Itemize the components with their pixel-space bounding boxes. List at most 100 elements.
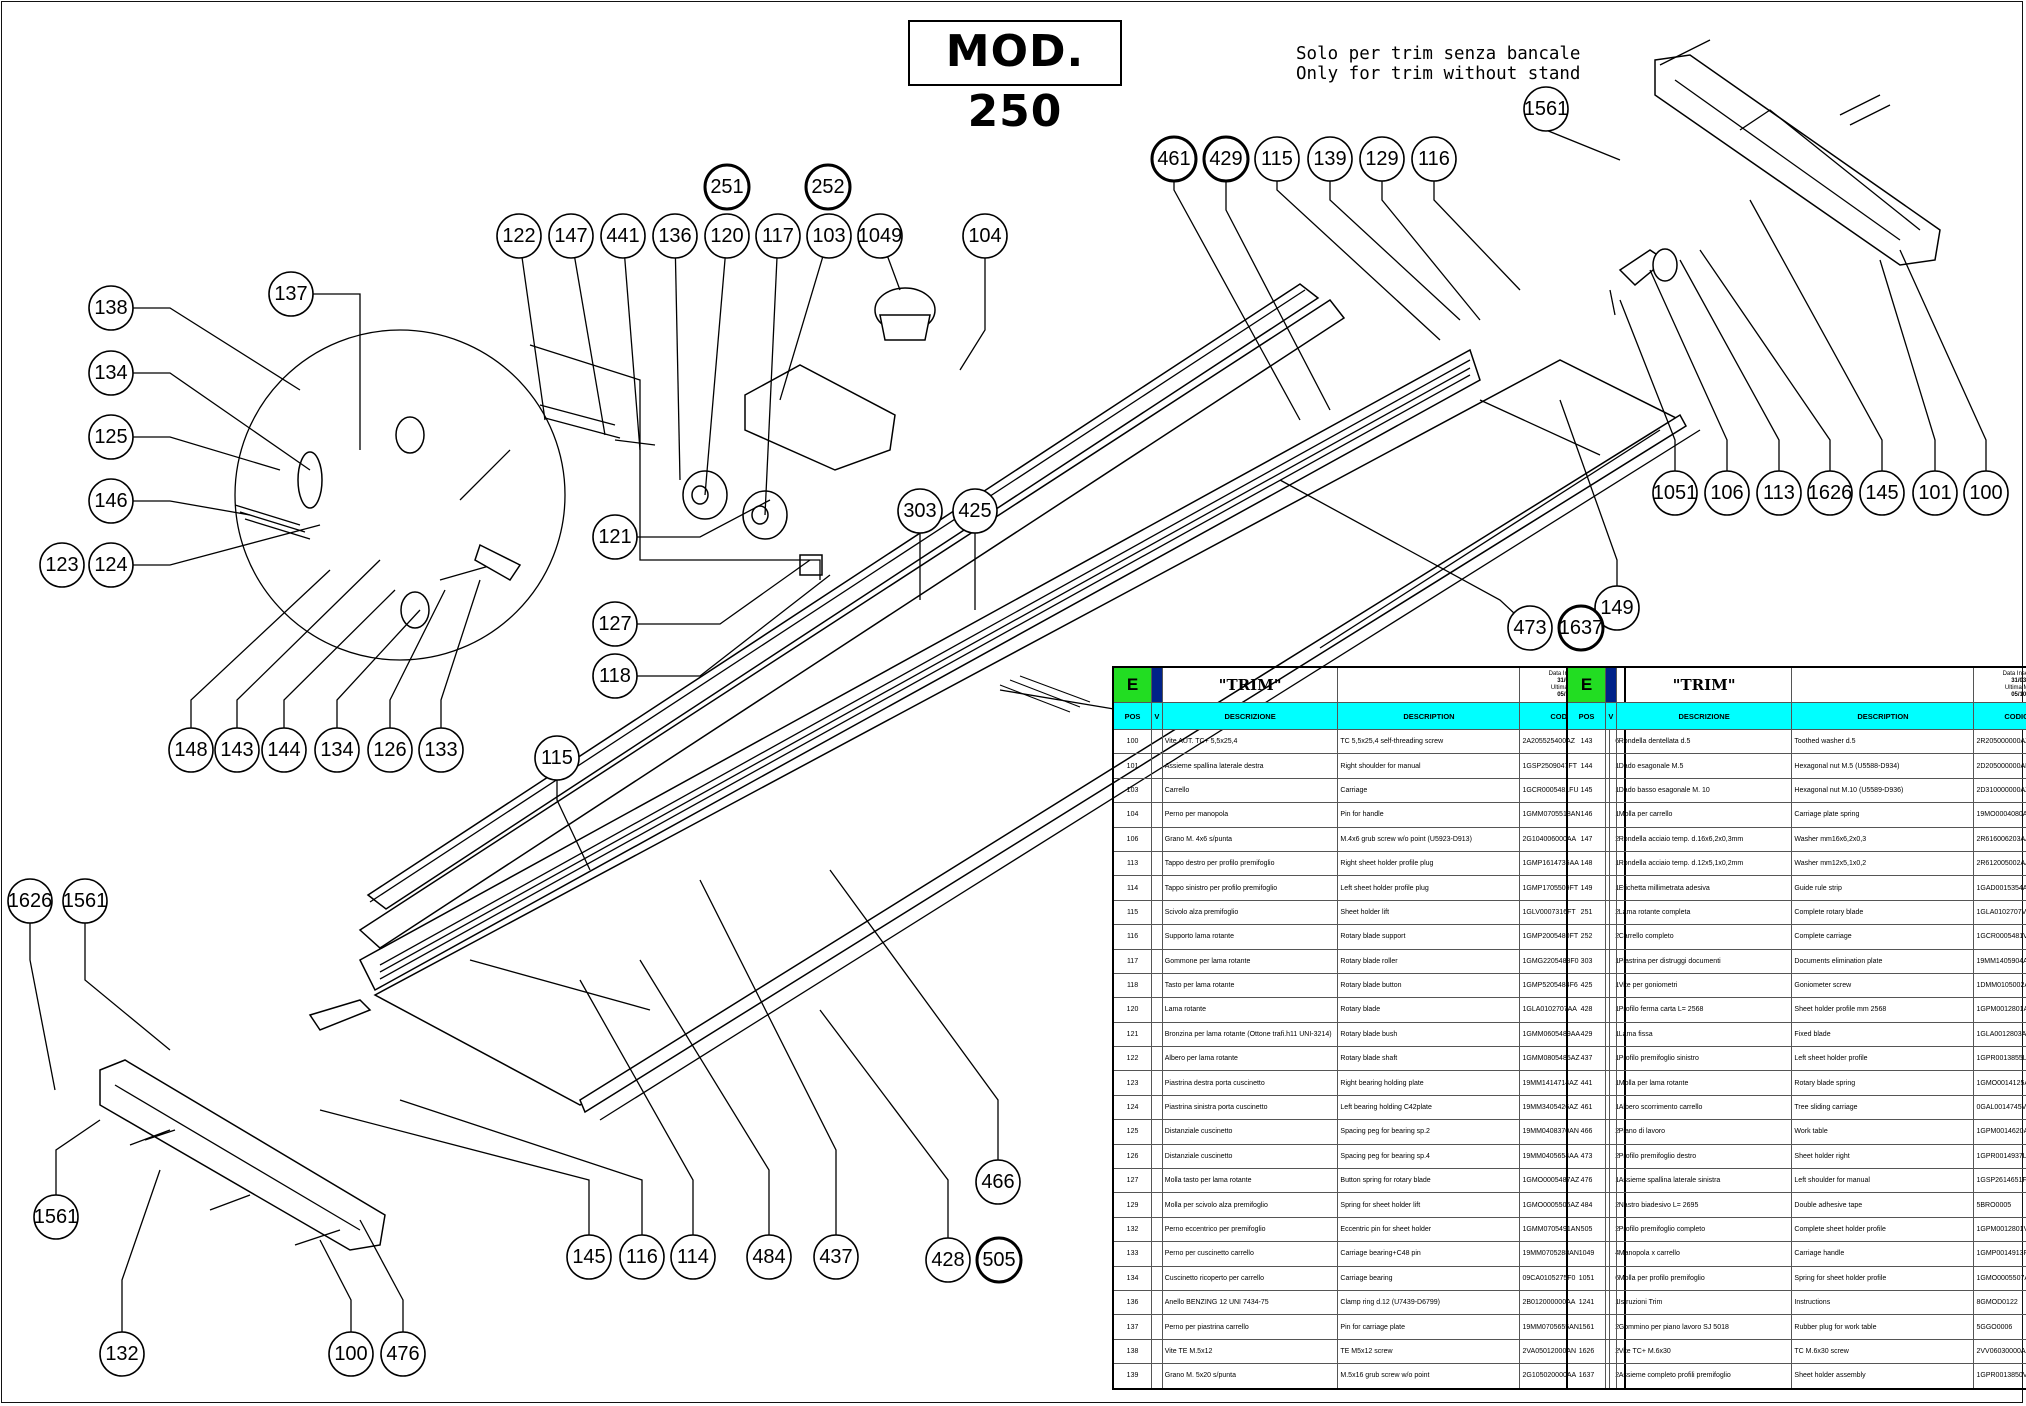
- parts-table-right: E"TRIM"Data Inserimento:31/03/1998Ultima…: [1566, 666, 2026, 1390]
- leader-line: [579, 979, 694, 1257]
- table-cell: 115: [1112, 899, 1153, 926]
- callout-circle: [88, 542, 134, 588]
- table-cell: [1605, 1046, 1617, 1072]
- table-cell: 2VV06030000AZ: [1973, 1338, 2026, 1365]
- table-cell: Rotary blade button: [1337, 972, 1521, 999]
- callout-label: 303: [903, 500, 936, 522]
- table-cell: 19MM1405904AV: [1973, 948, 2026, 974]
- callout-circle: [1594, 585, 1640, 631]
- callout-label: 461: [1157, 148, 1190, 170]
- table-cell: [1151, 997, 1163, 1023]
- callout-label: 505: [982, 1249, 1015, 1271]
- callout-126: 126: [367, 727, 413, 773]
- table-cell: 1DMM0105002AN: [1973, 972, 2026, 999]
- table-cell: Complete carriage: [1791, 924, 1975, 950]
- callout-148: 148: [168, 727, 214, 773]
- table-cell: [1605, 1289, 1617, 1316]
- table-cell: 425: [1566, 972, 1607, 999]
- table-cell: Carriage bearing: [1337, 1265, 1521, 1291]
- callout-label: 466: [981, 1171, 1014, 1193]
- table-cell: 120: [1112, 997, 1153, 1023]
- table-cell: Goniometer screw: [1791, 972, 1975, 999]
- table-cell: 126: [1112, 1143, 1153, 1170]
- callout-437: 437: [813, 1234, 859, 1280]
- callout-circle: [1307, 136, 1353, 182]
- table-cell: 476: [1566, 1168, 1607, 1194]
- table-cell: Left bearing holding C42plate: [1337, 1094, 1521, 1121]
- table-cell: 505: [1566, 1216, 1607, 1243]
- table-cell: [1605, 948, 1617, 974]
- callout-505: 505: [975, 1236, 1023, 1284]
- callout-circle: [1202, 135, 1250, 183]
- column-header: DESCRIZIONE: [1161, 702, 1339, 730]
- leader-line: [779, 235, 830, 401]
- table-cell: Clamp ring d.12 (U7439-D6799): [1337, 1289, 1521, 1316]
- callout-123: 123: [39, 542, 85, 588]
- table-cell: Molla per profilo premifoglio: [1615, 1265, 1793, 1291]
- table-cell: Gommone per lama rotante: [1161, 948, 1339, 974]
- callout-label: 101: [1918, 482, 1951, 504]
- callout-label: 124: [94, 554, 127, 576]
- callout-label: 144: [267, 739, 300, 761]
- leader-line: [819, 1009, 949, 1260]
- callout-circle: [367, 727, 413, 773]
- table-cell: 8GMOD0122: [1973, 1289, 2026, 1316]
- table-cell: 429: [1566, 1021, 1607, 1048]
- leader-line: [121, 1169, 161, 1354]
- callout-circle: [1150, 135, 1198, 183]
- table-cell: 303: [1566, 948, 1607, 974]
- callout-label: 1561: [1524, 98, 1569, 120]
- table-cell: Spring for sheet holder profile: [1791, 1265, 1975, 1291]
- table-cell: 137: [1112, 1314, 1153, 1340]
- table-cell: [1151, 1168, 1163, 1194]
- table-cell: Assieme spallina laterale sinistra: [1615, 1168, 1793, 1194]
- table-cell: Distanziale cuscinetto: [1161, 1143, 1339, 1170]
- table-cell: [1605, 1094, 1617, 1121]
- callout-label: 143: [220, 739, 253, 761]
- table-cell: Sheet holder assembly: [1791, 1363, 1975, 1390]
- table-cell: 1049: [1566, 1241, 1607, 1267]
- table-cell: 461: [1566, 1094, 1607, 1121]
- table-cell: Instructions: [1791, 1289, 1975, 1316]
- table-cell: Perno eccentrico per premifoglio: [1161, 1216, 1339, 1243]
- table-cell: Perno per cuscinetto carrello: [1161, 1241, 1339, 1267]
- leader-line: [699, 879, 837, 1257]
- table-cell: 121: [1112, 1021, 1153, 1048]
- table-cell: 134: [1112, 1265, 1153, 1291]
- table-cell: Vite TC+ M.6x30: [1615, 1338, 1793, 1365]
- callout-label: 1637: [1559, 617, 1604, 639]
- table-cell: Lama fissa: [1615, 1021, 1793, 1048]
- table-cell: [1151, 826, 1163, 852]
- table-cell: [1605, 1192, 1617, 1218]
- table-cell: Tasto per lama rotante: [1161, 972, 1339, 999]
- table-cell: [1605, 1363, 1617, 1390]
- callout-label: 120: [710, 225, 743, 247]
- leader-line: [639, 959, 770, 1257]
- table-cell: Left shoulder for manual: [1791, 1168, 1975, 1194]
- callout-122: 122: [496, 213, 542, 259]
- table-cell: Toothed washer d.5: [1791, 728, 1975, 755]
- table-cell: Rondella acciaio temp. d.16x6,2x0,3mm: [1615, 826, 1793, 852]
- table-cell: Grano M. 5x20 s/punta: [1161, 1363, 1339, 1390]
- table-cell: [1605, 997, 1617, 1023]
- table-cell: [1151, 1021, 1163, 1048]
- table-cell: 106: [1112, 826, 1153, 852]
- table-cell: Assieme completo profili premifoglio: [1615, 1363, 1793, 1390]
- callout-circle: [813, 1234, 859, 1280]
- callout-1561: 1561: [62, 878, 108, 924]
- table-cell: [1605, 1168, 1617, 1194]
- table-cell: 437: [1566, 1046, 1607, 1072]
